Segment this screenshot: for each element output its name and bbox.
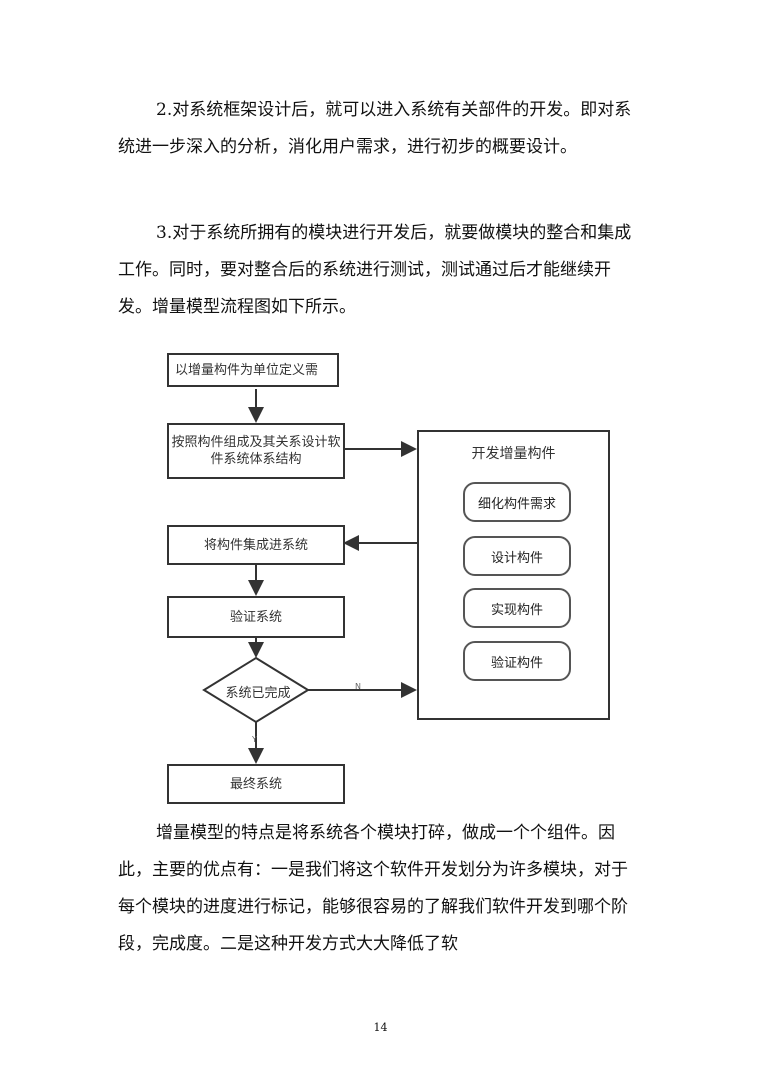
flow-step-define-requirements: 以增量构件为单位定义需: [167, 353, 339, 387]
flowchart-connectors: [202, 389, 417, 764]
flow-step-verify-system: 验证系统: [167, 596, 345, 638]
page-number: 14: [373, 1021, 388, 1034]
edge-label-yes: Y: [252, 735, 257, 744]
paragraph-step-3: 3.对于系统所拥有的模块进行开发后，就要做模块的整合和集成工作。同时，要对整合后…: [118, 223, 632, 317]
substep-verify-component: 验证构件: [463, 641, 571, 681]
substep-refine-requirements: 细化构件需求: [463, 482, 571, 522]
flow-step-design-architecture: 按照构件组成及其关系设计软件系统体系结构: [167, 423, 345, 479]
flow-step-integrate-components: 将构件集成进系统: [167, 525, 345, 565]
paragraph-model-features: 增量模型的特点是将系统各个模块打碎，做成一个个组件。因此，主要的优点有：一是我们…: [118, 823, 628, 954]
substep-implement-component: 实现构件: [463, 588, 571, 628]
substep-design-component: 设计构件: [463, 536, 571, 576]
flow-step-final-system: 最终系统: [167, 764, 345, 804]
incremental-model-flowchart: 以增量构件为单位定义需 按照构件组成及其关系设计软件系统体系结构 将构件集成进系…: [150, 350, 620, 810]
paragraph-step-2: 2.对系统框架设计后，就可以进入系统有关部件的开发。即对系统进一步深入的分析，消…: [118, 100, 632, 157]
decision-label: 系统已完成: [225, 686, 291, 701]
panel-title: 开发增量构件: [471, 446, 556, 462]
edge-label-no: N: [355, 682, 361, 691]
